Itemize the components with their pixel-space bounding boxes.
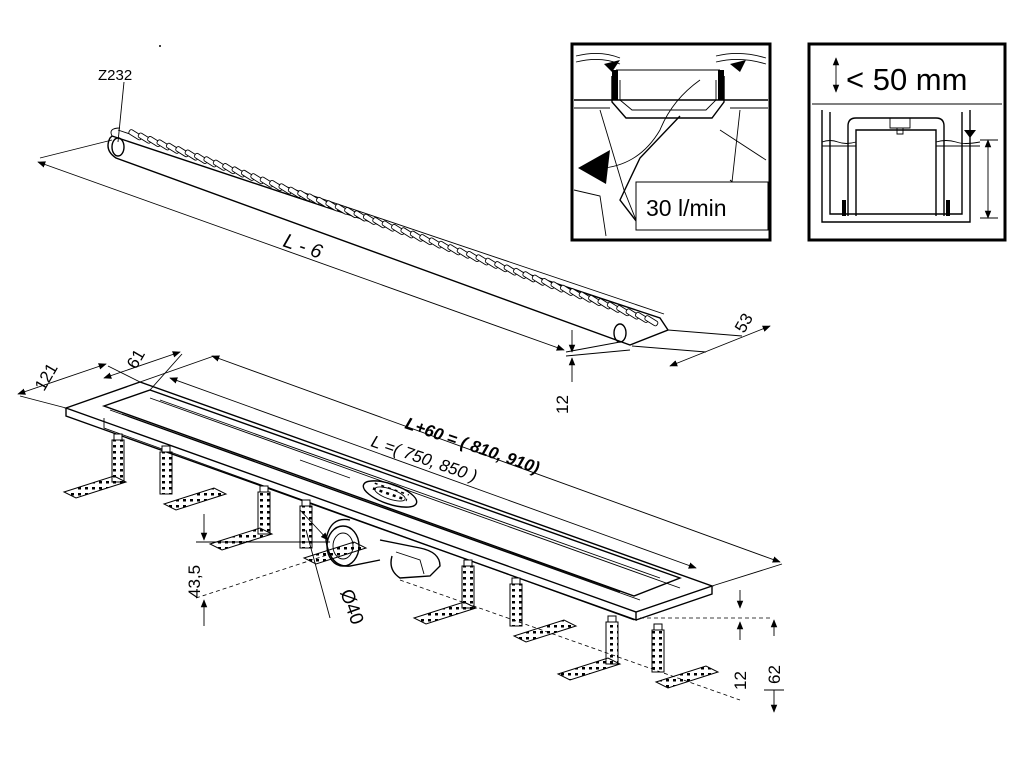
body-inner-width-label: 61 — [123, 346, 149, 372]
body-length-dimensions: L+60 = ( 810, 910) L =( 750, 850 ) — [139, 355, 783, 587]
water-seal-inset: < 50 mm — [807, 42, 1007, 242]
outlet-height-dimension: 43,5 — [185, 514, 331, 626]
mounting-foot — [159, 445, 228, 511]
grate-width-label: 53 — [731, 310, 757, 336]
stray-dot — [159, 45, 161, 47]
water-seal-label: < 50 mm — [846, 62, 967, 97]
mounting-foot — [62, 433, 128, 499]
mounting-foot — [299, 499, 368, 565]
flow-rate-inset: 30 l/min — [570, 42, 772, 242]
grate-slot — [644, 315, 659, 327]
mounting-foot — [556, 615, 622, 681]
flange-thickness-label: 12 — [731, 671, 750, 690]
mounting-foot — [651, 623, 720, 689]
mounting-foot — [412, 559, 478, 625]
grate-length-dimension: L - 6 — [37, 139, 621, 353]
body-width-dimensions: 121 61 — [17, 346, 183, 409]
part-code-label: Z232 — [98, 67, 132, 84]
channel-body — [63, 381, 715, 621]
outlet-cover-slots — [372, 482, 409, 502]
grate-height-label: 12 — [553, 395, 572, 414]
overall-height-label: 62 — [765, 665, 784, 684]
grate-length-label: L - 6 — [280, 230, 325, 264]
outlet-height-label: 43,5 — [185, 565, 204, 598]
flow-rate-label: 30 l/min — [646, 195, 727, 221]
outlet-diameter-label: Ø40 — [335, 587, 367, 628]
body-outer-width-label: 121 — [31, 360, 62, 394]
height-dimensions-right: 12 62 — [399, 579, 784, 713]
mounting-foot — [509, 577, 578, 643]
